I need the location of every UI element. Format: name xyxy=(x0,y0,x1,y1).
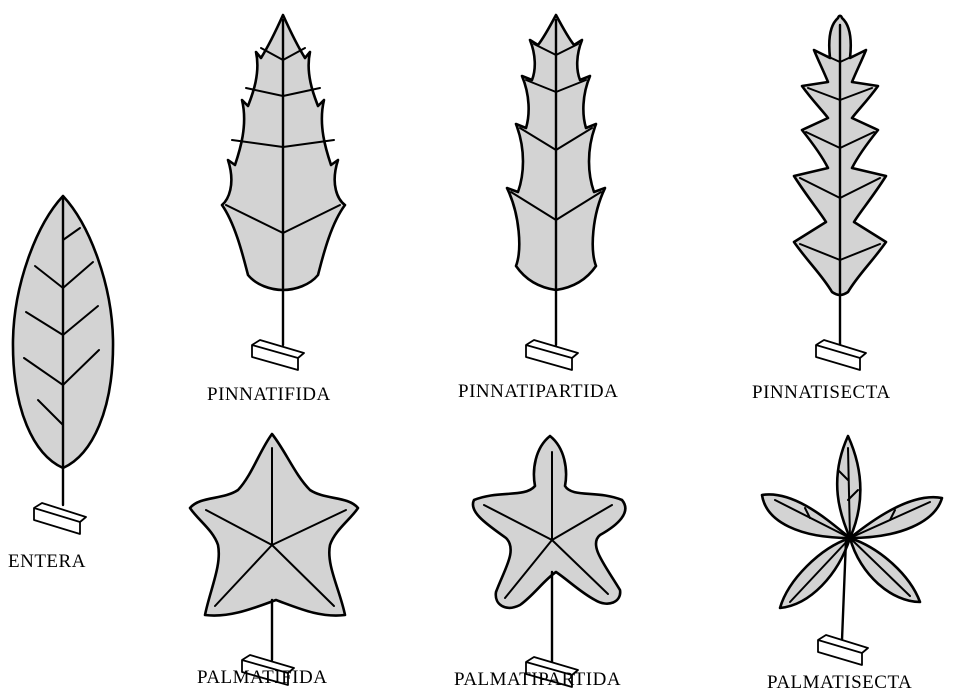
leaf-pinnatisecta-stem-base xyxy=(816,340,866,370)
leaf-palmatipartida: PALMATIPARTIDA xyxy=(454,436,625,690)
caption-palmatipartida: PALMATIPARTIDA xyxy=(454,669,621,690)
leaf-pinnatifida-stem-base xyxy=(252,340,304,370)
leaf-pinnatisecta: PINNATISECTA xyxy=(752,16,891,403)
leaf-palmatifida: PALMATIFIDA xyxy=(190,434,358,688)
caption-pinnatipartida: PINNATIPARTIDA xyxy=(458,381,618,402)
caption-palmatifida: PALMATIFIDA xyxy=(197,667,327,688)
leaf-palmatisecta-stem-base xyxy=(818,635,868,665)
leaf-pinnatifida: PINNATIFIDA xyxy=(207,15,345,405)
leaf-palmatisecta-blade xyxy=(762,436,942,608)
leaf-palmatipartida-blade xyxy=(473,436,625,608)
caption-palmatisecta: PALMATISECTA xyxy=(767,672,912,691)
leaf-palmatifida-blade xyxy=(190,434,358,616)
leaf-entera-stem-base xyxy=(34,503,86,534)
caption-pinnatifida: PINNATIFIDA xyxy=(207,384,331,405)
leaf-entera: ENTERA xyxy=(8,196,113,572)
leaf-palmatisecta: PALMATISECTA xyxy=(762,436,942,691)
leaf-pinnatipartida: PINNATIPARTIDA xyxy=(458,15,618,402)
leaf-pinnatipartida-stem-base xyxy=(526,340,578,370)
caption-entera: ENTERA xyxy=(8,551,86,572)
caption-pinnatisecta: PINNATISECTA xyxy=(752,382,891,403)
